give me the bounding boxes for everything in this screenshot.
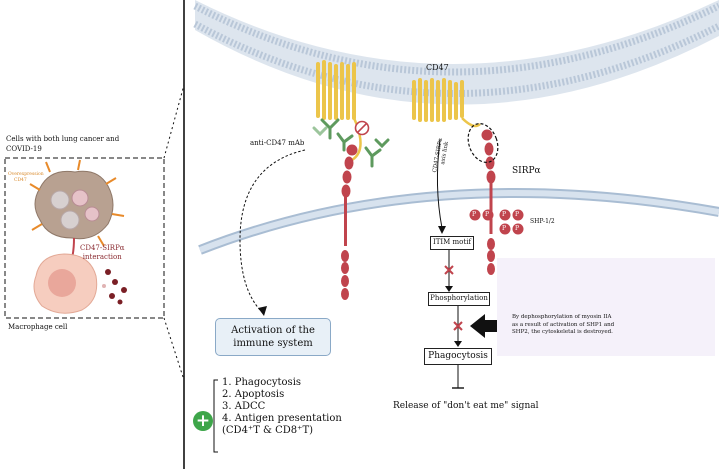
title-line: COVID-19 [6,145,42,153]
cd47-receptor-right [412,78,481,128]
sirpa-receptor-left [341,144,358,300]
p-label: P [515,225,520,232]
p-label: P [515,211,520,218]
outcome-item: 3. ADCC [222,401,266,412]
sirpa-label: SIRPα [512,166,541,176]
p-label: P [485,211,490,218]
mechanism-note-text: By dephosphorylation of myosin IIA as a … [512,314,614,337]
phosphate-groups [469,209,524,235]
shp-label: SHP-1/2 [530,218,555,225]
outcomes-list: 1. Phagocytosis 2. Apoptosis 3. ADCC 4. … [222,377,342,437]
cd47-receptor-left [316,60,362,162]
inhibition-x-2 [453,321,463,331]
axis-to-itim-arrow [436,139,443,229]
note-line: SHP2, the cytoskeletal is destroyed. [512,329,613,335]
p-label: P [502,225,507,232]
antibody-to-immune-arrow [239,149,306,313]
zoom-line-bottom [163,317,185,381]
title-line: Cells with both lung cancer and [6,135,120,143]
itim-box: ITIM motif [430,236,474,250]
release-label: Release of "don't eat me" signal [393,401,539,411]
outcome-item: 4. Antigen presentation [222,413,342,424]
outcomes-bracket [213,379,218,453]
sirpa-receptor-right [481,129,496,275]
p-label: P [472,211,477,218]
binding-site-highlight [467,123,499,163]
phagocytosis-box: Phagocytosis [424,348,492,365]
overexpression-line: CD47 [14,178,27,183]
note-line: as a result of activation of SHP1 and [512,321,615,328]
particles [102,269,127,305]
cancer-cell [29,159,125,247]
cd47-label: CD47 [426,63,449,72]
interaction-line: interaction [82,253,122,261]
anti-cd47-label: anti-CD47 mAb [250,139,305,147]
interaction-label: CD47-SIRPα interaction [80,244,125,262]
plus-icon: + [193,411,213,431]
note-line: By dephosphorylation of myosin IIA [512,314,612,320]
anti-cd47-antibodies [312,118,390,168]
zoom-line-top [163,84,185,159]
macrophage-cell [33,253,98,314]
overexpression-label: Overexpression CD47 [8,172,44,184]
note-arrow [470,314,497,338]
outcome-item: 1. Phagocytosis [222,377,302,388]
p-label: P [502,211,507,218]
immune-activation-box: Activation of the immune system [215,318,331,356]
overexpression-line: Overexpression [8,172,44,177]
phosphorylation-box: Phosphorylation [428,292,490,306]
blocked-icon [354,120,370,136]
outcome-item: 2. Apoptosis [222,389,285,400]
interaction-line: CD47-SIRPα [80,244,125,252]
mechanism-note-panel [497,258,715,356]
immune-line: Activation of the [231,325,315,336]
immune-line: immune system [233,338,313,349]
inhibition-x-1 [444,265,454,275]
left-panel-title: Cells with both lung cancer and COVID-19 [6,134,119,154]
macrophage-label: Macrophage cell [8,323,68,331]
lower-cell-membrane [198,187,719,255]
outcome-item: (CD4⁺T & CD8⁺T) [222,425,314,436]
